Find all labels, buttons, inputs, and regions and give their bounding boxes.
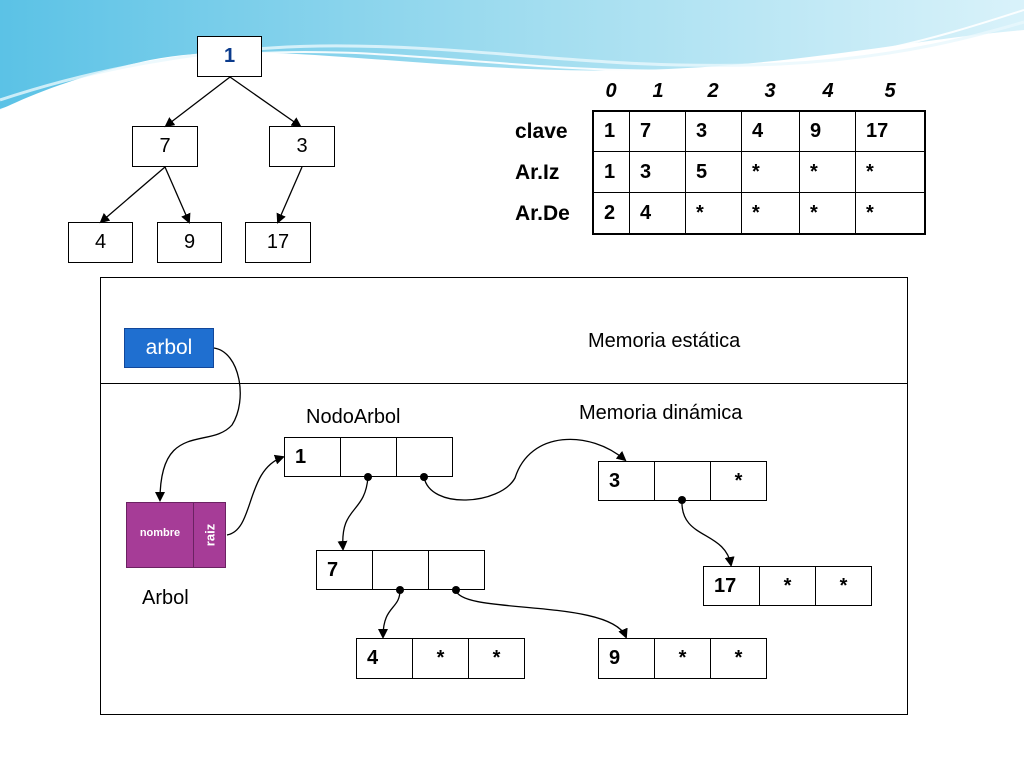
index-2: 2 [707, 80, 719, 102]
node-17-right: * [815, 566, 872, 606]
table-cell: 3 [685, 111, 742, 152]
node-4-key: 4 [356, 638, 413, 679]
index-4: 4 [822, 80, 834, 102]
table-cell: 3 [629, 151, 686, 193]
table-cell: * [855, 192, 925, 234]
dynamic-memory-label: Memoria dinámica [579, 402, 743, 424]
node-17-key: 17 [703, 566, 760, 606]
node-3-left [654, 461, 711, 501]
table-cell: * [855, 151, 925, 193]
node-4-right: * [468, 638, 525, 679]
record-type-label: Arbol [142, 587, 189, 609]
memory-divider [100, 383, 908, 384]
node-7-key: 7 [316, 550, 373, 590]
tree-node-left: 7 [132, 126, 198, 167]
memory-frame [100, 277, 908, 715]
arbol-variable: arbol [124, 328, 214, 368]
row-label-ariz: Ar.Iz [515, 161, 560, 184]
table-cell: 1 [593, 111, 630, 152]
table-cell: * [799, 192, 856, 234]
table-cell: * [685, 192, 742, 234]
static-memory-label: Memoria estática [588, 330, 741, 352]
table-cell: 7 [629, 111, 686, 152]
index-0: 0 [605, 80, 617, 102]
record-field-raiz: raiz [193, 502, 226, 568]
node-17-left: * [759, 566, 816, 606]
row-label-arde: Ar.De [515, 202, 570, 225]
tree-node-right-left: 17 [245, 222, 311, 263]
node-9-key: 9 [598, 638, 655, 679]
table-cell: * [741, 192, 800, 234]
table-cell: * [799, 151, 856, 193]
node-1-right [396, 437, 453, 477]
table-cell: 17 [855, 111, 925, 152]
node-9-right: * [710, 638, 767, 679]
index-5: 5 [884, 80, 896, 102]
node-type-label: NodoArbol [306, 406, 401, 428]
node-9-left: * [654, 638, 711, 679]
node-7-right [428, 550, 485, 590]
tree-node-left-left: 4 [68, 222, 133, 263]
index-3: 3 [764, 80, 776, 102]
node-3-right: * [710, 461, 767, 501]
index-1: 1 [652, 80, 664, 102]
table-cell: 1 [593, 151, 630, 193]
table-cell: 4 [629, 192, 686, 234]
node-3-key: 3 [598, 461, 655, 501]
table-cell: * [741, 151, 800, 193]
node-4-left: * [412, 638, 469, 679]
node-1-key: 1 [284, 437, 341, 477]
tree-node-left-right: 9 [157, 222, 222, 263]
table-cell: 2 [593, 192, 630, 234]
node-1-left [340, 437, 397, 477]
row-label-clave: clave [515, 120, 568, 143]
tree-node-root: 1 [197, 36, 262, 77]
node-7-left [372, 550, 429, 590]
table-cell: 9 [799, 111, 856, 152]
tree-node-right: 3 [269, 126, 335, 167]
record-field-raiz-label: raiz [202, 523, 217, 547]
table-cell: 5 [685, 151, 742, 193]
record-field-nombre: nombre [126, 502, 194, 568]
table-cell: 4 [741, 111, 800, 152]
